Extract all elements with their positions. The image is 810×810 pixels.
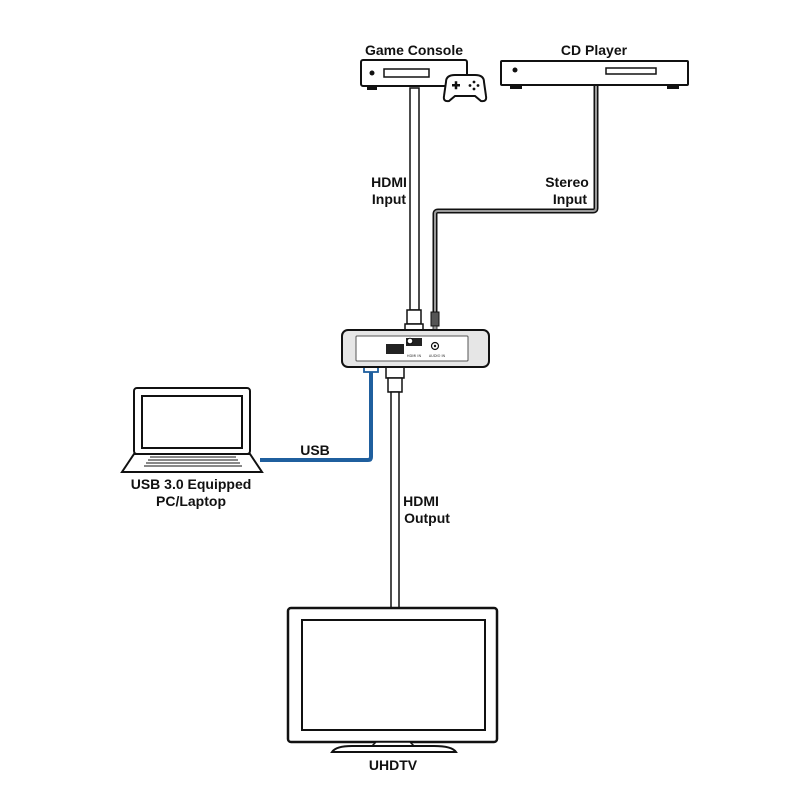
hdmi-input-label-line1: HDMI xyxy=(371,174,407,190)
hdmi-input-cable xyxy=(404,87,424,341)
gamepad-icon xyxy=(442,74,488,103)
hdmi-in-port-label: HDMI IN xyxy=(407,354,422,358)
hdmi-in-port xyxy=(406,338,422,346)
usb-label: USB xyxy=(300,442,330,458)
stereo-input-cable xyxy=(430,86,599,333)
audio-in-port-label: AUDIO IN xyxy=(429,354,446,358)
game-console-label: Game Console xyxy=(365,42,463,58)
extender-unit: HDMI IN AUDIO IN xyxy=(341,329,490,368)
stereo-input-label-line1: Stereo xyxy=(545,174,589,190)
cd-player xyxy=(500,60,689,89)
hdmi-output-cable xyxy=(385,359,405,611)
laptop-label-line1: USB 3.0 Equipped xyxy=(131,476,252,492)
hdmi-output-label-line2: Output xyxy=(404,510,450,526)
laptop xyxy=(120,387,264,473)
hdmi-out-port xyxy=(386,344,404,354)
hdmi-input-label-line2: Input xyxy=(372,191,407,207)
hdmi-output-label-line1: HDMI xyxy=(403,493,439,509)
cd-player-label: CD Player xyxy=(561,42,628,58)
laptop-label-line2: PC/Laptop xyxy=(156,493,226,509)
uhdtv xyxy=(286,606,499,753)
stereo-input-label-line2: Input xyxy=(553,191,588,207)
uhdtv-label: UHDTV xyxy=(369,757,418,773)
